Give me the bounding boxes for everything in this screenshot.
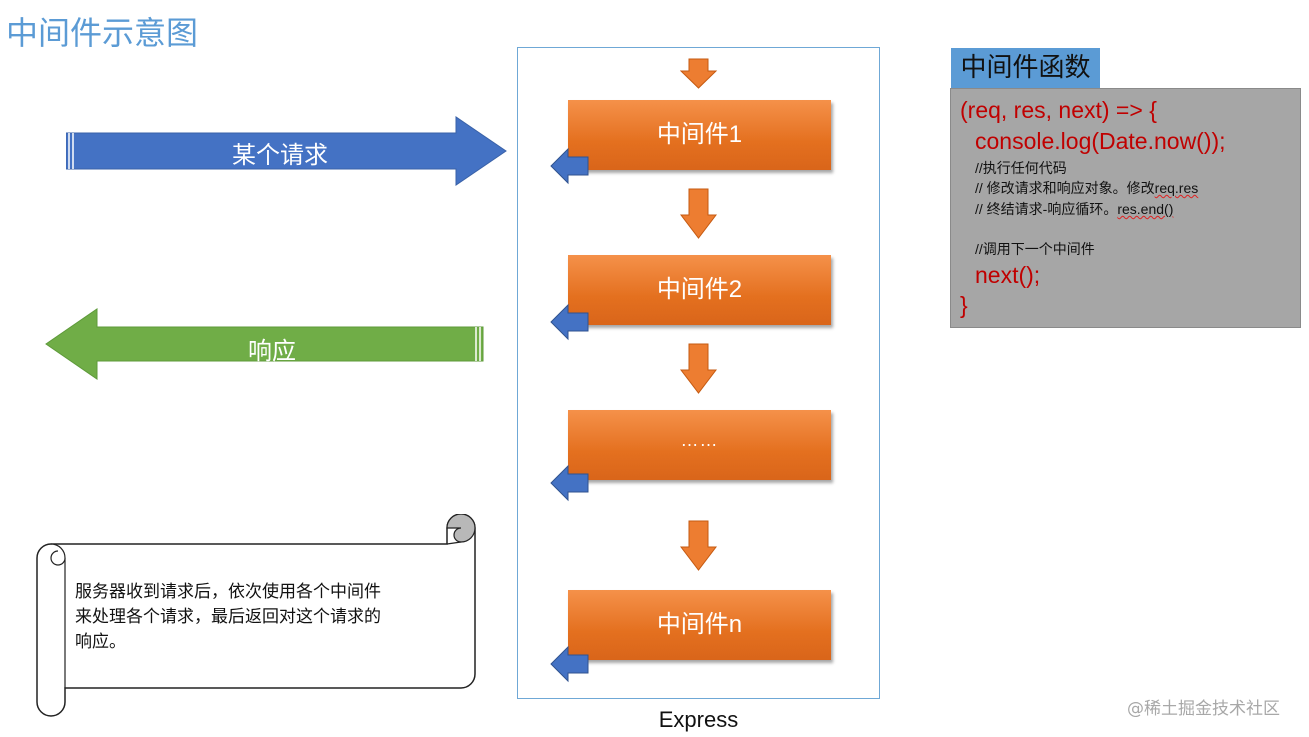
scroll-line: 服务器收到请求后，依次使用各个中间件: [75, 582, 381, 602]
code-comment-3: // 终结请求-响应循环。res.end(): [975, 201, 1174, 217]
request-label: 某个请求: [232, 141, 328, 169]
return-arrow-icon: [550, 148, 589, 185]
code-line-next: next();: [975, 262, 1041, 288]
middleware-1-box: 中间件1: [568, 100, 831, 170]
express-container: [517, 47, 880, 699]
code-line-close: }: [960, 292, 968, 318]
response-label: 响应: [248, 337, 296, 365]
middleware-ellipsis-box: ……: [568, 410, 831, 480]
code-comment-2: // 修改请求和响应对象。修改req.res: [975, 180, 1199, 196]
return-arrow-icon: [550, 465, 589, 502]
down-arrow-icon: [680, 343, 718, 394]
scroll-line: 来处理各个请求，最后返回对这个请求的: [75, 607, 381, 627]
scroll-note: 服务器收到请求后，依次使用各个中间件 来处理各个请求，最后返回对这个请求的 响应…: [75, 580, 455, 655]
down-arrow-icon: [680, 58, 718, 89]
response-arrow: [45, 308, 484, 380]
return-arrow-icon: [550, 304, 589, 341]
code-line-signature: (req, res, next) => {: [960, 97, 1157, 123]
request-arrow: [66, 116, 507, 186]
down-arrow-icon: [680, 520, 718, 571]
page-title: 中间件示意图: [6, 14, 199, 52]
middleware-n-box: 中间件n: [568, 590, 831, 660]
middleware-2-box: 中间件2: [568, 255, 831, 325]
code-comment-1: //执行任何代码: [975, 160, 1067, 176]
return-arrow-icon: [550, 646, 589, 683]
down-arrow-icon: [680, 188, 718, 239]
function-code-box: (req, res, next) => { console.log(Date.n…: [950, 88, 1301, 328]
code-line-log: console.log(Date.now());: [975, 128, 1226, 154]
scroll-shape: [36, 514, 476, 717]
watermark: @稀土掘金技术社区: [1127, 699, 1280, 719]
function-box-title: 中间件函数: [951, 48, 1100, 88]
code-comment-4: //调用下一个中间件: [975, 241, 1095, 257]
express-label: Express: [658, 707, 739, 732]
scroll-line: 响应。: [75, 632, 126, 652]
